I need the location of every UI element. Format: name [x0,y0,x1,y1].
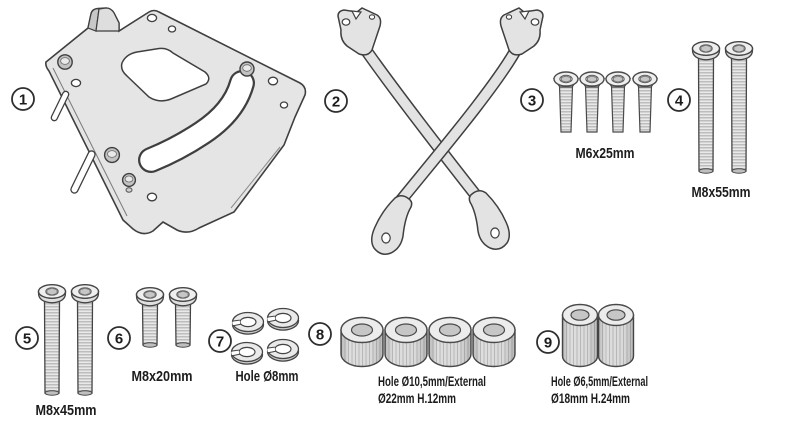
plate-holes [70,13,289,202]
part-5-badge: 5 [15,326,39,350]
bolt-m8x45 [72,285,99,396]
svg-text:8: 8 [316,327,324,344]
spacer-tall [597,303,635,368]
label-part-4: M8x55mm [692,184,751,201]
part-7-badge: 7 [208,329,232,353]
bolt-m6x25 [632,71,658,133]
part-7-washers: Hole Ø8mm [229,306,301,385]
plate-cutout-boomerang [138,70,255,173]
bolt-m6x25 [579,71,605,133]
split-washer [229,340,265,366]
svg-text:2: 2 [332,94,340,111]
plate-cutout-triangle [120,47,210,102]
plate-tab-right-face [95,7,120,32]
label-part-3: M6x25mm [576,145,635,162]
part-4-bolts-m8x55: M8x55mm [692,42,753,201]
label-part-6: M8x20mm [132,368,193,385]
split-washer [230,310,266,336]
part-9-spacers-tall: Hole Ø6,5mm/External Ø18mm H.24mm [551,303,648,406]
svg-text:6: 6 [115,331,123,348]
svg-text:7: 7 [216,334,224,351]
spacer-tall [561,303,599,368]
label-part-9-line2: Ø18mm H.24mm [551,391,630,406]
spacer-wide [384,316,428,368]
part-3-bolts-m6x25: M6x25mm [553,71,658,162]
part-6-bolts-m8x20: M8x20mm [132,288,197,385]
part-8-badge: 8 [308,322,332,346]
part-8-spacers-wide: Hole Ø10,5mm/External Ø22mm H.12mm [340,316,516,406]
part-9-badge: 9 [536,330,560,354]
label-part-8-line2: Ø22mm H.12mm [378,391,456,406]
part-5-bolts-m8x45: M8x45mm [36,285,99,419]
stay-left [337,7,510,250]
label-part-9-line1: Hole Ø6,5mm/External [551,374,648,389]
part-number-badges: 1 2 3 4 5 6 7 8 [11,87,691,354]
svg-text:3: 3 [528,93,536,110]
spacer-wide [428,316,472,368]
bolt-m6x25 [605,71,631,133]
bolt-m8x20 [137,288,164,348]
part-4-badge: 4 [667,88,691,112]
split-washer [265,337,301,363]
bolt-m8x45 [39,285,66,396]
svg-text:9: 9 [544,335,552,352]
bolt-m8x55 [726,42,753,174]
label-part-7: Hole Ø8mm [236,368,299,385]
plate-slot-upper [50,90,70,122]
part-3-badge: 3 [520,88,544,112]
svg-text:4: 4 [675,93,684,110]
plate-bolt-heads [57,54,255,193]
part-2-badge: 2 [324,89,348,113]
bolt-m8x20 [170,288,197,348]
bolt-m6x25 [553,71,579,133]
svg-text:5: 5 [23,331,31,348]
svg-text:1: 1 [19,92,27,109]
bolt-m8x55 [693,42,720,174]
part-1-badge: 1 [11,87,35,111]
stay-right [371,7,544,255]
part-6-badge: 6 [107,326,131,350]
plate-slot-lower [70,150,96,194]
label-part-8-line1: Hole Ø10,5mm/External [378,374,486,389]
split-washer [265,306,301,332]
spacer-wide [340,316,384,368]
spacer-wide [472,316,516,368]
part-1-mounting-plate-illustration [45,7,307,235]
label-part-5: M8x45mm [36,402,97,419]
part-2-crossed-stays-illustration [337,7,544,255]
